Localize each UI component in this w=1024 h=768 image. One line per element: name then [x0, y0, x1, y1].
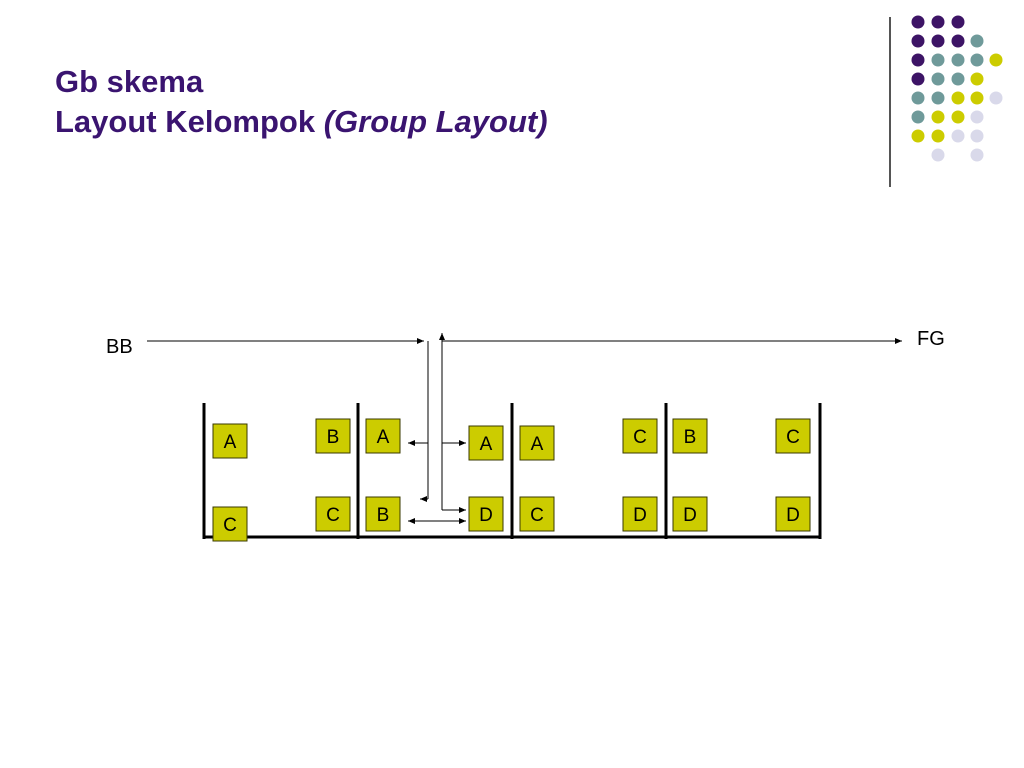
part-box-label: C	[786, 427, 800, 448]
title-line-2-regular: Layout Kelompok	[55, 104, 324, 139]
part-box-label: C	[633, 427, 647, 448]
title-line-2: Layout Kelompok (Group Layout)	[55, 102, 548, 142]
part-box-rect	[672, 418, 708, 454]
decorative-dot	[970, 72, 984, 86]
decorative-dot	[931, 72, 945, 86]
part-box: A	[519, 425, 555, 461]
part-box: D	[622, 496, 658, 532]
decorative-dot	[911, 15, 925, 29]
part-box-rect	[315, 496, 351, 532]
decorative-dot	[931, 110, 945, 124]
decorative-dot	[911, 129, 925, 143]
part-box-label: A	[480, 434, 493, 455]
part-box-rect	[212, 423, 248, 459]
part-box-rect	[519, 425, 555, 461]
decorative-dot	[970, 91, 984, 105]
decorative-dot	[951, 15, 965, 29]
part-box: C	[622, 418, 658, 454]
part-box-rect	[622, 496, 658, 532]
part-box-label: A	[531, 434, 544, 455]
decorative-dot	[931, 91, 945, 105]
part-box: A	[365, 418, 401, 454]
source-label-bb: BB	[106, 336, 133, 358]
decorative-dot	[911, 91, 925, 105]
part-box: B	[365, 496, 401, 532]
part-box-rect	[365, 418, 401, 454]
part-box-rect	[622, 418, 658, 454]
destination-label-fg: FG	[917, 328, 945, 350]
decorative-dot	[951, 34, 965, 48]
decorative-dot	[989, 91, 1003, 105]
part-box: A	[468, 425, 504, 461]
part-box: B	[672, 418, 708, 454]
decorative-dot	[931, 15, 945, 29]
decorative-dot	[931, 148, 945, 162]
part-box-rect	[365, 496, 401, 532]
part-box-label: A	[224, 432, 237, 453]
decorative-dot	[970, 148, 984, 162]
decorative-dot	[911, 34, 925, 48]
decorative-dot	[951, 53, 965, 67]
decorative-dot	[989, 53, 1003, 67]
part-box: C	[315, 496, 351, 532]
part-box: D	[672, 496, 708, 532]
decorative-dot-grid	[911, 15, 1003, 162]
part-box-rect	[519, 496, 555, 532]
part-box: A	[212, 423, 248, 459]
decorative-dot	[931, 53, 945, 67]
title-line-2-italic: (Group Layout)	[323, 104, 548, 139]
decorative-dot	[951, 72, 965, 86]
part-box-rect	[468, 425, 504, 461]
part-box-rect	[775, 496, 811, 532]
decorative-dot	[970, 34, 984, 48]
part-box-label: D	[479, 505, 493, 526]
decorative-dot	[931, 129, 945, 143]
part-box-label: A	[377, 427, 390, 448]
part-box-rect	[468, 496, 504, 532]
decorative-dot	[911, 72, 925, 86]
part-box-rect	[775, 418, 811, 454]
part-box-rect	[212, 506, 248, 542]
slide-title: Gb skema Layout Kelompok (Group Layout)	[55, 62, 548, 142]
part-box-label: C	[326, 505, 340, 526]
part-box-label: D	[633, 505, 647, 526]
part-box: C	[212, 506, 248, 542]
decorative-dot	[911, 53, 925, 67]
part-box: C	[775, 418, 811, 454]
decorative-dot	[970, 53, 984, 67]
part-box: C	[519, 496, 555, 532]
decorative-dot	[911, 110, 925, 124]
decorative-dot	[931, 34, 945, 48]
decorative-dot	[951, 129, 965, 143]
header-divider	[889, 17, 891, 187]
part-box-label: B	[684, 427, 697, 448]
part-box: D	[468, 496, 504, 532]
part-box-rect	[315, 418, 351, 454]
part-box-label: B	[327, 427, 340, 448]
title-line-1: Gb skema	[55, 64, 204, 99]
part-box-label: D	[786, 505, 800, 526]
part-box-label: D	[683, 505, 697, 526]
part-box: B	[315, 418, 351, 454]
decorative-dot	[951, 110, 965, 124]
part-box-label: C	[530, 505, 544, 526]
part-box-label: B	[377, 505, 390, 526]
part-box-rect	[672, 496, 708, 532]
part-box: D	[775, 496, 811, 532]
decorative-dot	[970, 110, 984, 124]
part-box-label: C	[223, 515, 237, 536]
decorative-dot	[951, 91, 965, 105]
decorative-dot	[970, 129, 984, 143]
